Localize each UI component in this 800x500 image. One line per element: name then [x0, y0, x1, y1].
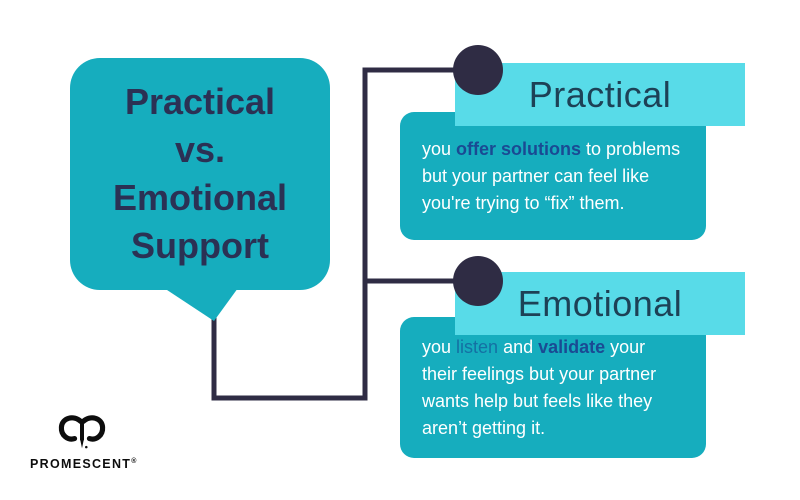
emotional-body-text: you listen and validate your their feeli…: [422, 336, 657, 438]
emotional-node-circle: [453, 256, 503, 306]
practical-body-box: you offer solutions to problems but your…: [400, 112, 706, 240]
emotional-header-bar: Emotional: [455, 272, 745, 335]
connector-main-path: [211, 67, 478, 401]
practical-header-label: Practical: [528, 73, 672, 115]
logo-wordmark-text: PROMESCENT: [30, 457, 132, 471]
title-line-2: vs.: [174, 129, 226, 170]
practical-node-circle: [453, 45, 503, 95]
practical-body-text: you offer solutions to problems but your…: [422, 138, 681, 213]
title-line-3: Emotional: [112, 177, 287, 218]
promescent-logo: PROMESCENT®: [30, 414, 137, 471]
logo-wordmark: PROMESCENT®: [30, 457, 137, 471]
title-line-1: Practical: [124, 81, 276, 122]
title-line-4: Support: [131, 225, 269, 266]
practical-header-bar: Practical: [455, 63, 745, 126]
emotional-body-box: you listen and validate your their feeli…: [400, 317, 706, 458]
aries-ram-icon: [58, 415, 106, 449]
registered-mark: ®: [131, 457, 137, 465]
emotional-header-label: Emotional: [517, 282, 683, 324]
bubble-tail: [164, 288, 238, 321]
title-bubble: Practical vs. Emotional Support: [70, 58, 330, 290]
